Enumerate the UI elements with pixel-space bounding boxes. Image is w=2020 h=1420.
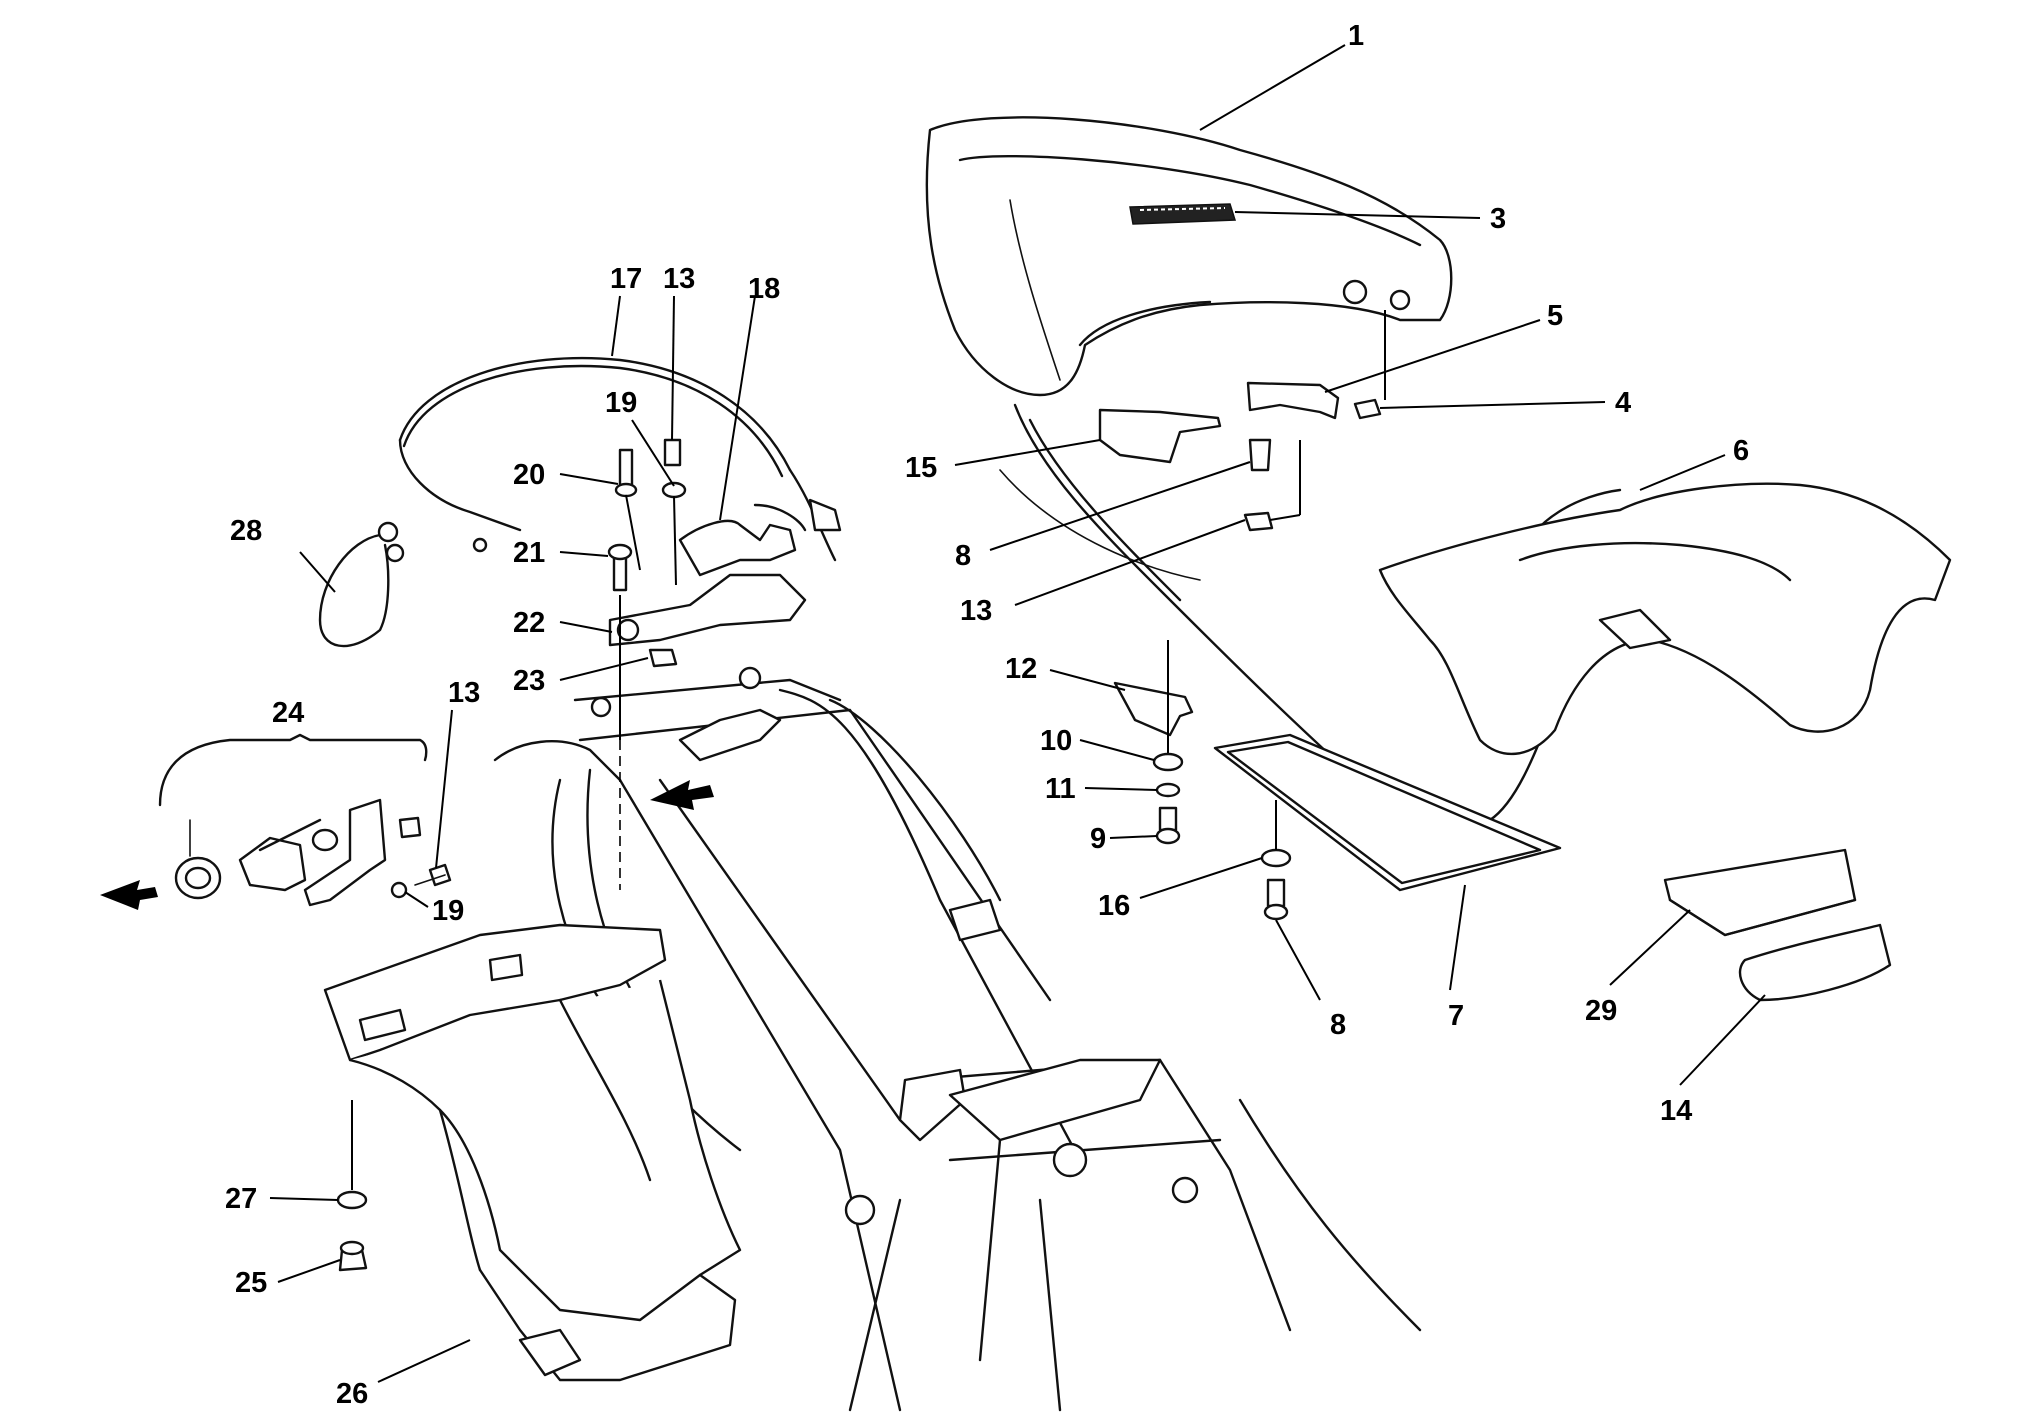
pad-part-14 [1738, 923, 1892, 1002]
callout-12: 12 [1005, 653, 1037, 685]
latch-part-18 [678, 498, 842, 577]
callout-7: 7 [1448, 1000, 1464, 1032]
callout-17: 17 [610, 263, 642, 295]
callout-24: 24 [272, 697, 304, 729]
pouch-part-29 [1663, 848, 1857, 937]
badge-part-3 [1129, 203, 1237, 225]
callout-3: 3 [1490, 203, 1506, 235]
tray-mat-part-7 [1213, 733, 1562, 892]
callout-28: 28 [230, 515, 262, 547]
callout-29: 29 [1585, 995, 1617, 1027]
hardware-right [1098, 279, 1411, 921]
callout-15: 15 [905, 452, 937, 484]
lock-assembly-part-24 [100, 733, 452, 910]
callout-5: 5 [1547, 300, 1563, 332]
seat-tray-part-6 [1378, 482, 1952, 755]
callout-labels: 1 3 5 4 6 15 8 13 12 10 11 9 16 8 7 29 1… [225, 20, 1749, 1410]
callout-20: 20 [513, 459, 545, 491]
hardware-bottom-left [336, 1100, 368, 1272]
cable-part-17 [398, 356, 837, 562]
wire-part-28 [318, 521, 405, 648]
callout-16: 16 [1098, 890, 1130, 922]
callout-19-top: 19 [605, 387, 637, 419]
callout-9: 9 [1090, 823, 1106, 855]
bracket-part-22 [608, 573, 807, 647]
callout-1: 1 [1348, 20, 1364, 52]
callout-21: 21 [513, 537, 545, 569]
callout-4: 4 [1615, 387, 1631, 419]
callout-6: 6 [1733, 435, 1749, 467]
callout-26: 26 [336, 1378, 368, 1410]
direction-arrow [650, 780, 714, 810]
callout-23: 23 [513, 665, 545, 697]
callout-13-top: 13 [663, 263, 695, 295]
callout-11: 11 [1045, 773, 1076, 805]
callout-10: 10 [1040, 725, 1072, 757]
leader-lines [269, 44, 1766, 1383]
subframe [493, 666, 1422, 1412]
seat-cowl-part-1 [925, 116, 1453, 397]
callout-14: 14 [1660, 1095, 1692, 1127]
callout-13-right: 13 [960, 595, 992, 627]
callout-25: 25 [235, 1267, 267, 1299]
callout-18: 18 [748, 273, 780, 305]
undertray-part-26 [323, 923, 742, 1382]
callout-22: 22 [513, 607, 545, 639]
callout-8-lower: 8 [1330, 1009, 1346, 1041]
callout-13-left: 13 [448, 677, 480, 709]
callout-8-upper: 8 [955, 540, 971, 572]
callout-19-left: 19 [432, 895, 464, 927]
callout-27: 27 [225, 1183, 257, 1215]
hardware-left [607, 438, 687, 890]
